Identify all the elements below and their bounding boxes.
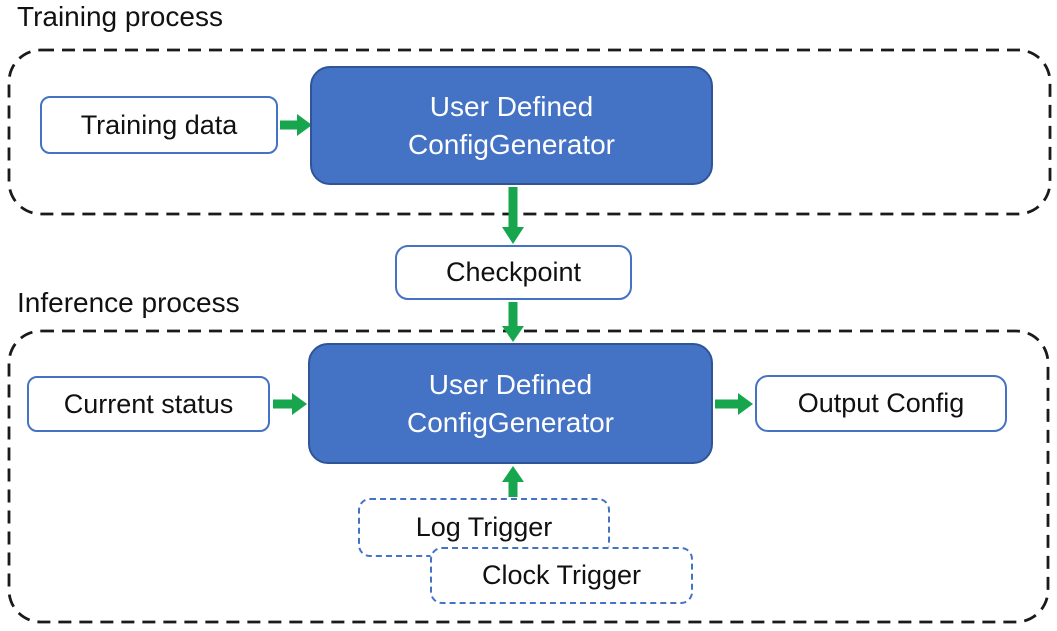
- current-status-box: Current status: [27, 376, 270, 432]
- arrow-currentstatus-to-generator: [273, 393, 307, 415]
- training-process-container: [7, 48, 1052, 216]
- output-config-label: Output Config: [797, 388, 965, 418]
- training-process-label: Training process: [17, 1, 223, 32]
- training-data-box: Training data: [40, 96, 278, 154]
- output-config-box: Output Config: [755, 375, 1007, 432]
- inference-config-generator-box: User Defined ConfigGenerator: [308, 343, 713, 464]
- checkpoint-label: Checkpoint: [445, 257, 582, 287]
- training-config-generator-box: User Defined ConfigGenerator: [310, 66, 713, 185]
- arrow-trainingdata-to-generator: [280, 114, 312, 136]
- arrow-generator-to-output: [715, 393, 753, 415]
- arrow-generator-to-checkpoint: [502, 187, 524, 244]
- training-generator-line2: ConfigGenerator: [407, 128, 615, 160]
- clock-trigger-box: Clock Trigger: [430, 547, 693, 604]
- inference-process-container: [7, 329, 1050, 624]
- current-status-label: Current status: [63, 388, 234, 419]
- inference-generator-line2: ConfigGenerator: [406, 406, 614, 438]
- arrow-checkpoint-to-generator: [502, 302, 524, 342]
- inference-generator-line1: User Defined: [428, 368, 593, 400]
- arrow-triggers-to-generator: [502, 466, 524, 497]
- clock-trigger-label: Clock Trigger: [481, 560, 642, 590]
- training-generator-line1: User Defined: [429, 90, 594, 122]
- checkpoint-box: Checkpoint: [395, 245, 632, 300]
- log-trigger-label: Log Trigger: [415, 512, 553, 542]
- inference-process-label: Inference process: [17, 287, 240, 318]
- training-data-label: Training data: [80, 109, 238, 140]
